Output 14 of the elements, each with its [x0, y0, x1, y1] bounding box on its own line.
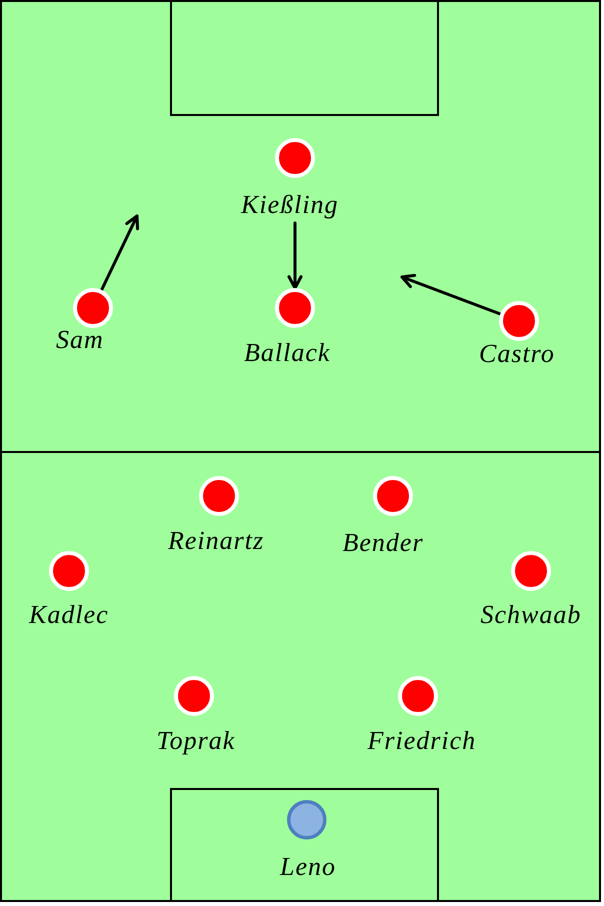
player-name: Ballack [244, 339, 330, 367]
player-name: Reinartz [168, 527, 264, 555]
player-name: Toprak [156, 727, 236, 755]
player-name: Schwaab [480, 601, 582, 629]
arrow [288, 222, 302, 290]
arrow [100, 214, 140, 292]
player-name: Kießling [241, 191, 339, 219]
player-name: Kadlec [29, 601, 109, 629]
player-name: Bender [342, 529, 424, 557]
player-name: Sam [56, 326, 104, 354]
player-name: Castro [479, 340, 555, 368]
player-name: Leno [280, 853, 336, 881]
arrow [400, 274, 502, 316]
player-name: Friedrich [368, 727, 476, 755]
